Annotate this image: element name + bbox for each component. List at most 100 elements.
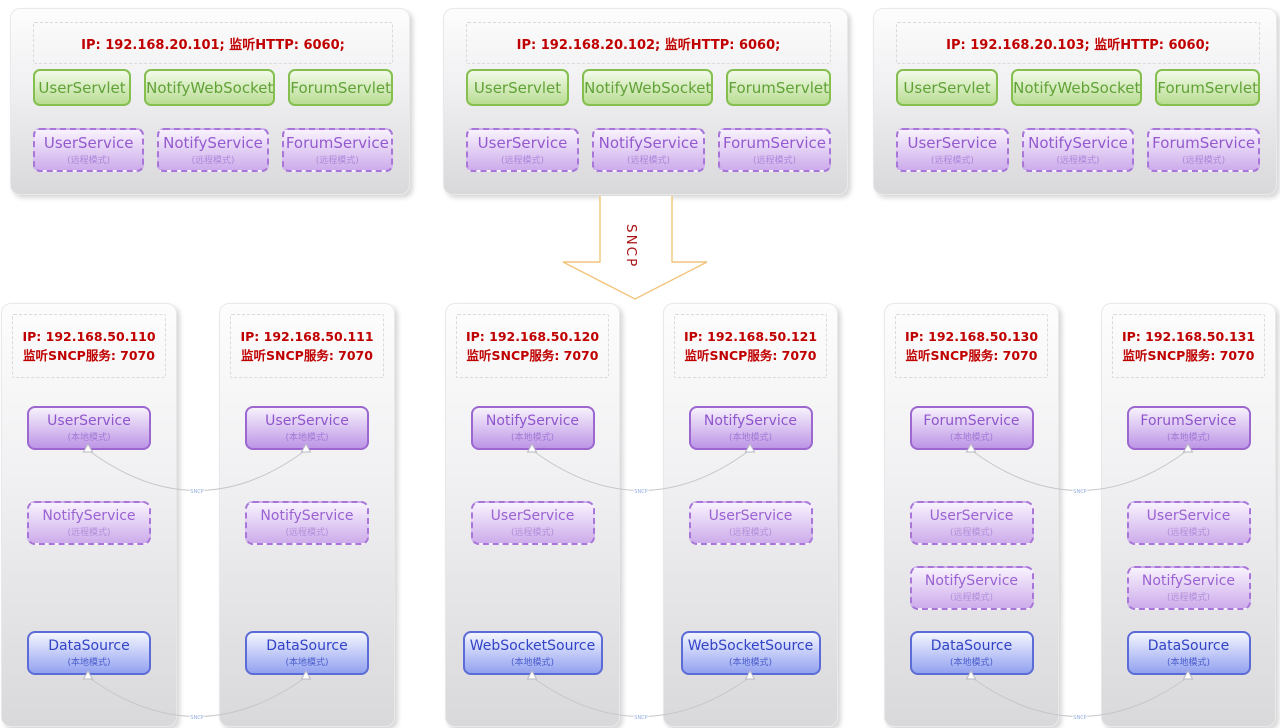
service-node: UserService (远程模式): [33, 128, 145, 172]
service-mode: (本地模式): [949, 658, 994, 668]
service-name: NotifyService: [42, 508, 136, 524]
service-mode: (远程模式): [510, 528, 555, 538]
service-mode: (本地模式): [510, 658, 555, 668]
service-node: NotifyService (远程模式): [157, 128, 269, 172]
servlet-node: UserServlet: [33, 69, 132, 106]
service-row: UserService (远程模式) NotifyService (远程模式) …: [466, 128, 831, 172]
sncp-node-box-120: IP: 192.168.50.120 监听SNCP服务: 7070 Notify…: [445, 303, 620, 727]
listen-line: 监听SNCP服务: 7070: [684, 348, 817, 363]
http-server-box-103: IP: 192.168.20.103; 监听HTTP: 6060; UserSe…: [873, 8, 1277, 195]
service-node: NotifyService (远程模式): [592, 128, 705, 172]
ip-line: IP: 192.168.50.131: [1121, 328, 1256, 344]
ip-line: IP: 192.168.50.120: [465, 328, 600, 344]
service-mode: (远程模式): [1166, 528, 1211, 538]
ip-header: IP: 192.168.20.103; 监听HTTP: 6060;: [896, 22, 1260, 64]
service-mode: (远程模式): [930, 156, 974, 166]
servlet-row: UserServlet NotifyWebSocket ForumServlet: [33, 69, 393, 106]
service-mode: (远程模式): [949, 528, 994, 538]
service-node: UserService (远程模式): [909, 501, 1034, 545]
datasource-node: DataSource (本地模式): [245, 631, 369, 675]
ip-header: IP: 192.168.50.130 监听SNCP服务: 7070: [895, 314, 1048, 378]
service-node: UserService (远程模式): [1126, 501, 1251, 545]
service-mode: (远程模式): [285, 528, 329, 538]
sncp-node-box-130: IP: 192.168.50.130 监听SNCP服务: 7070 ForumS…: [884, 303, 1059, 727]
service-mode: (远程模式): [191, 156, 235, 166]
ip-header: IP: 192.168.50.121 监听SNCP服务: 7070: [674, 314, 827, 378]
service-name: UserService: [929, 508, 1014, 524]
ip-header: IP: 192.168.50.110 监听SNCP服务: 7070: [12, 314, 166, 378]
service-node: NotifyService (远程模式): [1126, 566, 1251, 610]
service-node: ForumService (远程模式): [281, 128, 393, 172]
ip-header: IP: 192.168.20.101; 监听HTTP: 6060;: [33, 22, 393, 64]
service-name: ForumService: [1152, 134, 1256, 152]
servlet-node: NotifyWebSocket: [144, 69, 276, 106]
service-node: NotifyService (远程模式): [245, 501, 369, 545]
service-mode: (本地模式): [285, 658, 329, 668]
websocketsource-node: WebSocketSource (本地模式): [462, 631, 603, 675]
service-name: NotifyService: [703, 413, 798, 429]
service-node: ForumService (本地模式): [1126, 406, 1251, 450]
service-name: DataSource: [48, 638, 130, 654]
service-node: NotifyService (本地模式): [470, 406, 595, 450]
ip-line: IP: 192.168.50.110: [22, 328, 156, 344]
service-mode: (远程模式): [728, 528, 773, 538]
servlet-label: ForumServlet: [1157, 78, 1258, 97]
sncp-arrow-label: SNCP: [623, 224, 639, 268]
servlet-label: NotifyWebSocket: [584, 78, 712, 97]
ip-header-text: IP: 192.168.20.102; 监听HTTP: 6060;: [516, 37, 781, 53]
service-node: NotifyService (本地模式): [688, 406, 813, 450]
service-mode: (远程模式): [315, 156, 359, 166]
datasource-node: DataSource (本地模式): [909, 631, 1034, 675]
ip-line: IP: 192.168.50.111: [240, 328, 374, 344]
servlet-node: ForumServlet: [1155, 69, 1260, 106]
service-mode: (本地模式): [285, 433, 329, 443]
servlet-row: UserServlet NotifyWebSocket ForumServlet: [466, 69, 831, 106]
service-name: UserService: [1146, 508, 1231, 524]
service-name: UserService: [490, 508, 575, 524]
service-name: UserService: [265, 413, 349, 429]
service-name: WebSocketSource: [687, 638, 814, 654]
service-node: NotifyService (远程模式): [909, 566, 1034, 610]
service-name: NotifyService: [924, 573, 1019, 589]
listen-line: 监听SNCP服务: 7070: [1122, 348, 1255, 363]
http-server-box-102: IP: 192.168.20.102; 监听HTTP: 6060; UserSe…: [443, 8, 848, 195]
connector-label: SNCP: [190, 489, 203, 495]
service-node: UserService (本地模式): [27, 406, 151, 450]
connector-label: SNCP: [634, 489, 647, 495]
service-mode: (远程模式): [500, 156, 545, 166]
servlet-node: UserServlet: [896, 69, 999, 106]
websocketsource-node: WebSocketSource (本地模式): [680, 631, 821, 675]
service-mode: (本地模式): [1166, 433, 1211, 443]
service-node: UserService (远程模式): [470, 501, 595, 545]
service-mode: (远程模式): [1166, 593, 1211, 603]
service-name: NotifyService: [598, 134, 699, 152]
ip-header-text: IP: 192.168.20.103; 监听HTTP: 6060;: [946, 37, 1210, 53]
servlet-label: NotifyWebSocket: [1013, 78, 1141, 97]
service-mode: (本地模式): [67, 658, 111, 668]
service-node: ForumService (远程模式): [718, 128, 831, 172]
service-mode: (远程模式): [949, 593, 994, 603]
service-node: ForumService (远程模式): [1147, 128, 1261, 172]
service-name: ForumService: [1140, 413, 1237, 429]
service-name: NotifyService: [1028, 134, 1128, 152]
sncp-node-box-110: IP: 192.168.50.110 监听SNCP服务: 7070 UserSe…: [1, 303, 177, 727]
service-node: UserService (本地模式): [245, 406, 369, 450]
service-name: ForumService: [923, 413, 1020, 429]
service-row: UserService (远程模式) NotifyService (远程模式) …: [896, 128, 1261, 172]
ip-line: IP: 192.168.50.130: [904, 328, 1039, 344]
connector-label: SNCP: [1073, 489, 1086, 495]
servlet-node: UserServlet: [466, 69, 570, 106]
ip-header-text: IP: 192.168.20.101; 监听HTTP: 6060;: [81, 37, 345, 53]
service-name: ForumService: [285, 134, 389, 152]
service-node: NotifyService (远程模式): [27, 501, 151, 545]
servlet-node: NotifyWebSocket: [1011, 69, 1143, 106]
servlet-node: ForumServlet: [726, 69, 831, 106]
service-node: UserService (远程模式): [688, 501, 813, 545]
sncp-node-box-111: IP: 192.168.50.111 监听SNCP服务: 7070 UserSe…: [219, 303, 395, 727]
ip-header: IP: 192.168.50.111 监听SNCP服务: 7070: [230, 314, 384, 378]
connector-label: SNCP: [190, 715, 203, 721]
service-row: UserService (远程模式) NotifyService (远程模式) …: [33, 128, 393, 172]
service-name: NotifyService: [485, 413, 580, 429]
service-name: WebSocketSource: [469, 638, 596, 654]
service-name: UserService: [43, 134, 134, 152]
